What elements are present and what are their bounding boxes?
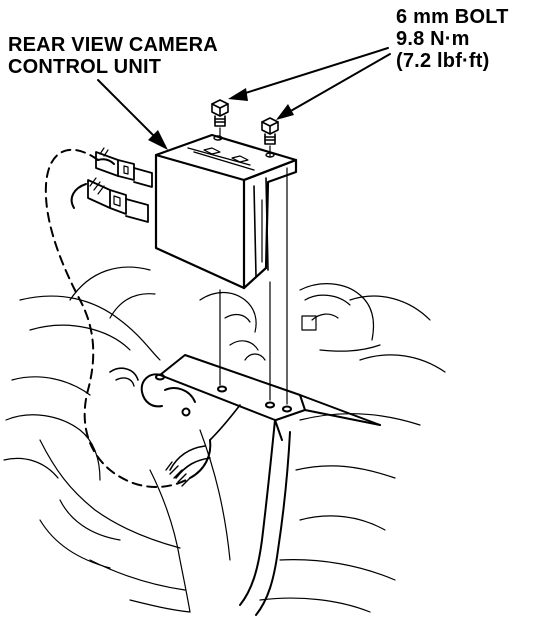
mounting-bracket — [140, 354, 381, 616]
alignment-lines — [219, 127, 288, 405]
bolt-left — [211, 99, 229, 127]
leader-lines — [97, 47, 391, 143]
camera-control-unit — [154, 133, 298, 290]
bolt-torque-label: 6 mm BOLT 9.8 N·m (7.2 lbf·ft) — [396, 6, 509, 72]
wire-harness — [44, 147, 241, 488]
camera-control-unit-label-line1: REAR VIEW CAMERA — [8, 34, 218, 56]
bolt-right — [261, 117, 279, 145]
vehicle-structure — [3, 266, 446, 613]
camera-control-unit-label: REAR VIEW CAMERA CONTROL UNIT — [8, 34, 218, 78]
bolt-torque-lbfft-text: (7.2 lbf·ft) — [396, 50, 490, 72]
camera-control-unit-label-line2: CONTROL UNIT — [8, 56, 162, 78]
bolt-torque-nm-text: 9.8 N·m — [396, 28, 470, 50]
arrowheads — [148, 88, 294, 150]
bolt-size-text: 6 mm BOLT — [396, 6, 509, 28]
